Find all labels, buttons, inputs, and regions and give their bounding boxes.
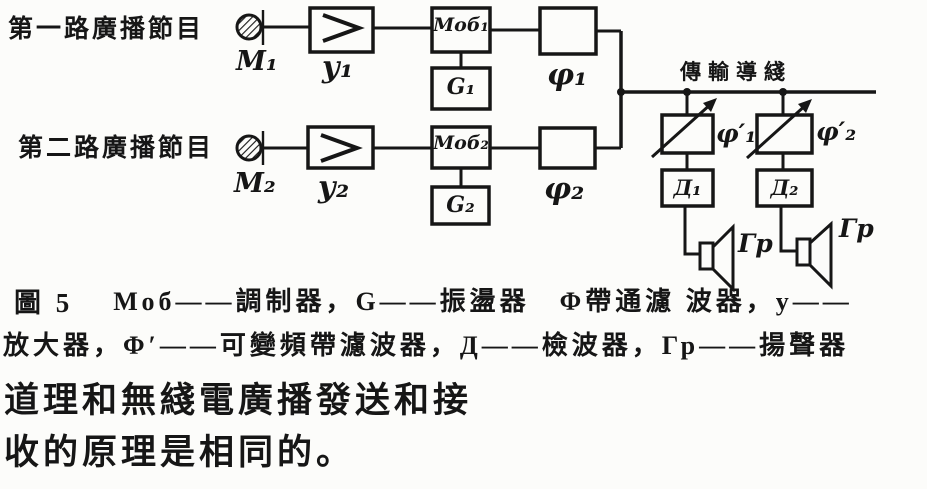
speaker2-label: Гр: [839, 214, 874, 243]
modulator-box-2: [430, 125, 492, 170]
amplifier2-label: у₂: [318, 170, 350, 205]
amplifier-box-2: [306, 125, 375, 170]
body-text-line1: 道理和無綫電廣播發送和接: [4, 381, 473, 420]
variable-filter-box-1: [660, 113, 715, 155]
amplifier-box-1: [308, 6, 375, 54]
junction-dot: [683, 88, 691, 96]
detector2-label: Д₂: [770, 175, 799, 200]
modulator-box-1: [430, 6, 492, 54]
loudspeaker-icon: [698, 241, 715, 271]
caption-legend-line1: Моб——調制器，G——振盪器 Φ帶通濾 波器，y——: [113, 287, 853, 316]
microphone2-label: М₂: [234, 168, 276, 199]
filter2-label: φ₂: [544, 172, 585, 207]
variable-filter1-label: φ′₁: [716, 119, 757, 148]
amplifier-symbol-icon: [320, 133, 363, 163]
variable-filter-box-2: [755, 113, 814, 155]
transmission-line-label: 傳輸導綫: [680, 60, 792, 84]
filter1-label: φ₁: [547, 58, 588, 93]
oscillator1-label: G₁: [446, 74, 476, 100]
channel2-source-label: 第二路廣播節目: [18, 135, 215, 162]
variable-arrow-icon: [650, 101, 714, 159]
microphone-icon: [235, 134, 263, 162]
variable-filter2-label: φ′₂: [816, 117, 857, 146]
speaker1-label: Гр: [738, 229, 773, 258]
detector1-label: Д₁: [673, 175, 702, 200]
microphone-icon: [235, 13, 263, 41]
channel1-source-label: 第一路廣播節目: [8, 16, 205, 43]
variable-arrow-icon: [703, 98, 717, 112]
speaker-feed-wire: [683, 206, 700, 256]
figure-caption-line1: 圖 5 Моб——調制器，G——振盪器 Φ帶通濾 波器，y——: [14, 281, 919, 320]
figure-number: 圖 5: [14, 288, 74, 318]
filter-box-2: [538, 126, 597, 170]
variable-arrow-icon: [798, 99, 812, 113]
junction-dot: [779, 88, 787, 96]
microphone1-label: М₁: [236, 46, 278, 77]
speaker-feed-wire: [779, 206, 797, 253]
oscillator2-label: G₂: [446, 192, 475, 218]
loudspeaker-icon: [795, 237, 812, 267]
filter-box-1: [538, 6, 598, 56]
body-text-line2: 收的原理是相同的。: [4, 433, 356, 472]
detector-box-1: [660, 168, 715, 208]
oscillator-box-2: [430, 185, 491, 226]
modulator2-label: Моб₂: [433, 132, 489, 154]
amplifier-symbol-icon: [322, 13, 365, 43]
loudspeaker-icon: [711, 223, 735, 293]
caption-legend-line2: 放大器，Φ′——可變頻帶濾波器，Д——檢波器，Гр——揚聲器: [3, 331, 850, 360]
modulator1-label: Моб₁: [433, 14, 489, 36]
junction-dot: [617, 88, 625, 96]
oscillator-box-1: [430, 66, 492, 111]
loudspeaker-icon: [808, 220, 833, 290]
detector-box-2: [755, 168, 814, 208]
amplifier1-label: у₁: [322, 50, 354, 85]
variable-arrow-icon: [745, 102, 809, 160]
